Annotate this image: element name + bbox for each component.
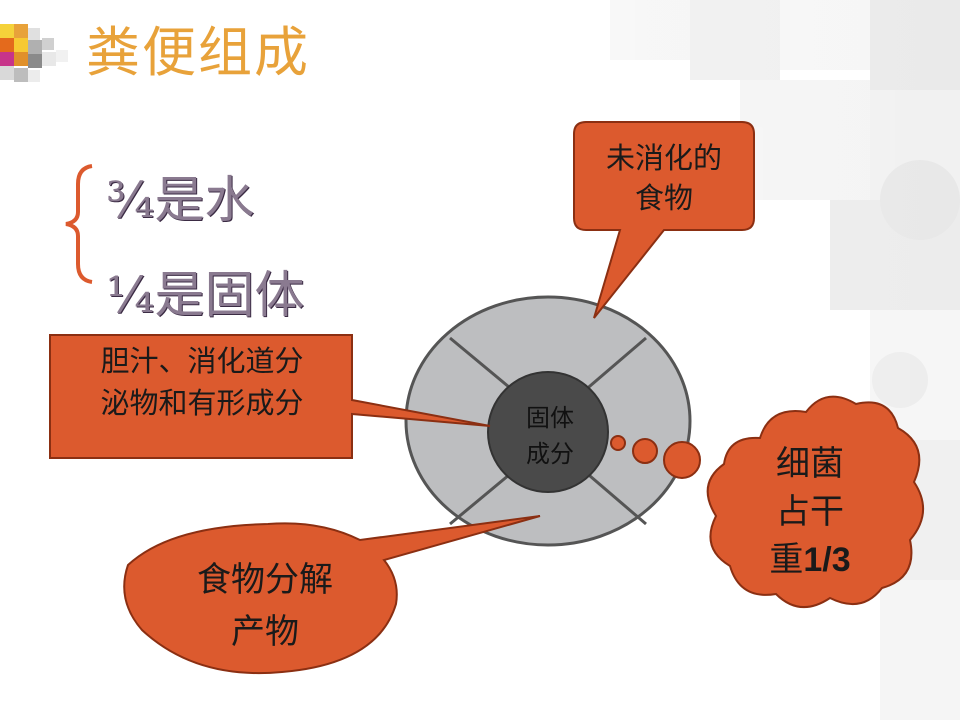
thought-bubble-medium: [632, 438, 658, 464]
bile-secretion-label: 胆汁、消化道分 泌物和有形成分: [52, 340, 352, 424]
food-decomposition-callout: [123, 515, 541, 675]
bacteria-line3-prefix: 重: [769, 540, 804, 580]
undigested-food-callout: [573, 121, 755, 319]
title-decoration-tiles: [0, 24, 68, 82]
bacteria-line3: 重1/3: [730, 536, 890, 584]
bile-secretion-line1: 胆汁、消化道分: [100, 344, 304, 378]
bacteria-fraction-value: 1/3: [803, 541, 851, 579]
center-label: 固体 成分: [495, 400, 605, 472]
center-label-line2: 成分: [526, 440, 574, 468]
undigested-food-label: 未消化的 食物: [574, 138, 754, 218]
brace-icon: [65, 164, 93, 284]
center-circle: [487, 371, 609, 493]
thought-bubble-small: [610, 435, 626, 451]
food-decomposition-line1: 食物分解: [197, 560, 333, 600]
food-decomposition-line2: 产物: [231, 612, 299, 652]
center-label-line1: 固体: [526, 404, 574, 432]
bile-secretion-line2: 泌物和有形成分: [100, 386, 304, 420]
water-fraction-text: ¾是水: [106, 171, 255, 229]
bacteria-line2: 占干: [776, 492, 844, 532]
undigested-food-line2: 食物: [634, 181, 693, 215]
bile-secretion-callout: [49, 334, 491, 459]
disc-dividers: [449, 336, 647, 526]
thought-bubble-large: [663, 441, 701, 479]
bacteria-cloud-callout: [706, 395, 925, 609]
page-title: 粪便组成: [86, 21, 310, 84]
undigested-food-line1: 未消化的: [605, 141, 722, 175]
solid-fraction-text: ¼是固体: [106, 266, 305, 324]
bacteria-line1: 细菌: [776, 444, 844, 484]
bacteria-label: 细菌 占干 重1/3: [730, 440, 890, 584]
food-decomposition-label: 食物分解 产物: [150, 554, 380, 658]
